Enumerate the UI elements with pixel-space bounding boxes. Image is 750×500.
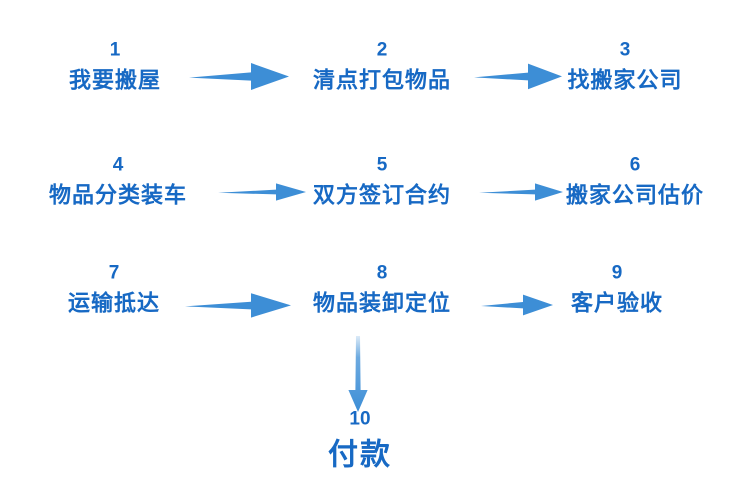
flow-node-2[interactable]: 2 清点打包物品	[313, 41, 451, 92]
flow-node-5-number: 5	[376, 154, 388, 176]
flow-node-3-number: 3	[619, 39, 631, 61]
flow-node-10[interactable]: 10 付款	[328, 410, 392, 471]
flow-node-8-label: 物品装卸定位	[312, 290, 452, 316]
arrow-7-to-8-icon	[185, 290, 291, 320]
flow-node-10-label: 付款	[328, 438, 392, 472]
flow-node-3[interactable]: 3 找搬家公司	[567, 41, 682, 92]
arrow-5-to-6-icon	[479, 181, 563, 203]
flow-node-6-number: 6	[629, 154, 641, 176]
flow-node-1-number: 1	[109, 39, 121, 61]
flow-node-2-number: 2	[376, 39, 388, 61]
flow-node-1-label: 我要搬屋	[68, 67, 162, 93]
arrow-2-to-3-icon	[474, 60, 562, 92]
flow-node-2-label: 清点打包物品	[312, 67, 452, 93]
flow-node-4-number: 4	[112, 154, 124, 176]
flow-node-9-number: 9	[611, 262, 623, 284]
flow-node-4-label: 物品分类装车	[48, 182, 188, 208]
flow-node-7[interactable]: 7 运输抵达	[68, 264, 160, 315]
flow-node-4[interactable]: 4 物品分类装车	[49, 156, 187, 207]
flow-node-5[interactable]: 5 双方签订合约	[313, 156, 451, 207]
flow-node-1[interactable]: 1 我要搬屋	[69, 41, 161, 92]
arrow-4-to-5-icon	[218, 181, 306, 203]
flow-node-6[interactable]: 6 搬家公司估价	[566, 156, 704, 207]
flow-node-6-label: 搬家公司估价	[565, 182, 705, 208]
flow-node-9[interactable]: 9 客户验收	[571, 264, 663, 315]
arrow-1-to-2-icon	[189, 59, 289, 93]
arrow-8-to-9-icon	[481, 292, 553, 318]
flow-node-8[interactable]: 8 物品装卸定位	[313, 264, 451, 315]
arrow-8-to-10-icon	[345, 336, 371, 412]
flow-node-3-label: 找搬家公司	[567, 67, 683, 93]
flow-node-9-label: 客户验收	[570, 290, 664, 316]
flow-node-5-label: 双方签订合约	[312, 182, 452, 208]
flow-node-7-number: 7	[108, 262, 120, 284]
flow-node-7-label: 运输抵达	[67, 290, 161, 316]
flow-node-8-number: 8	[376, 262, 388, 284]
flow-node-10-number: 10	[349, 408, 371, 430]
